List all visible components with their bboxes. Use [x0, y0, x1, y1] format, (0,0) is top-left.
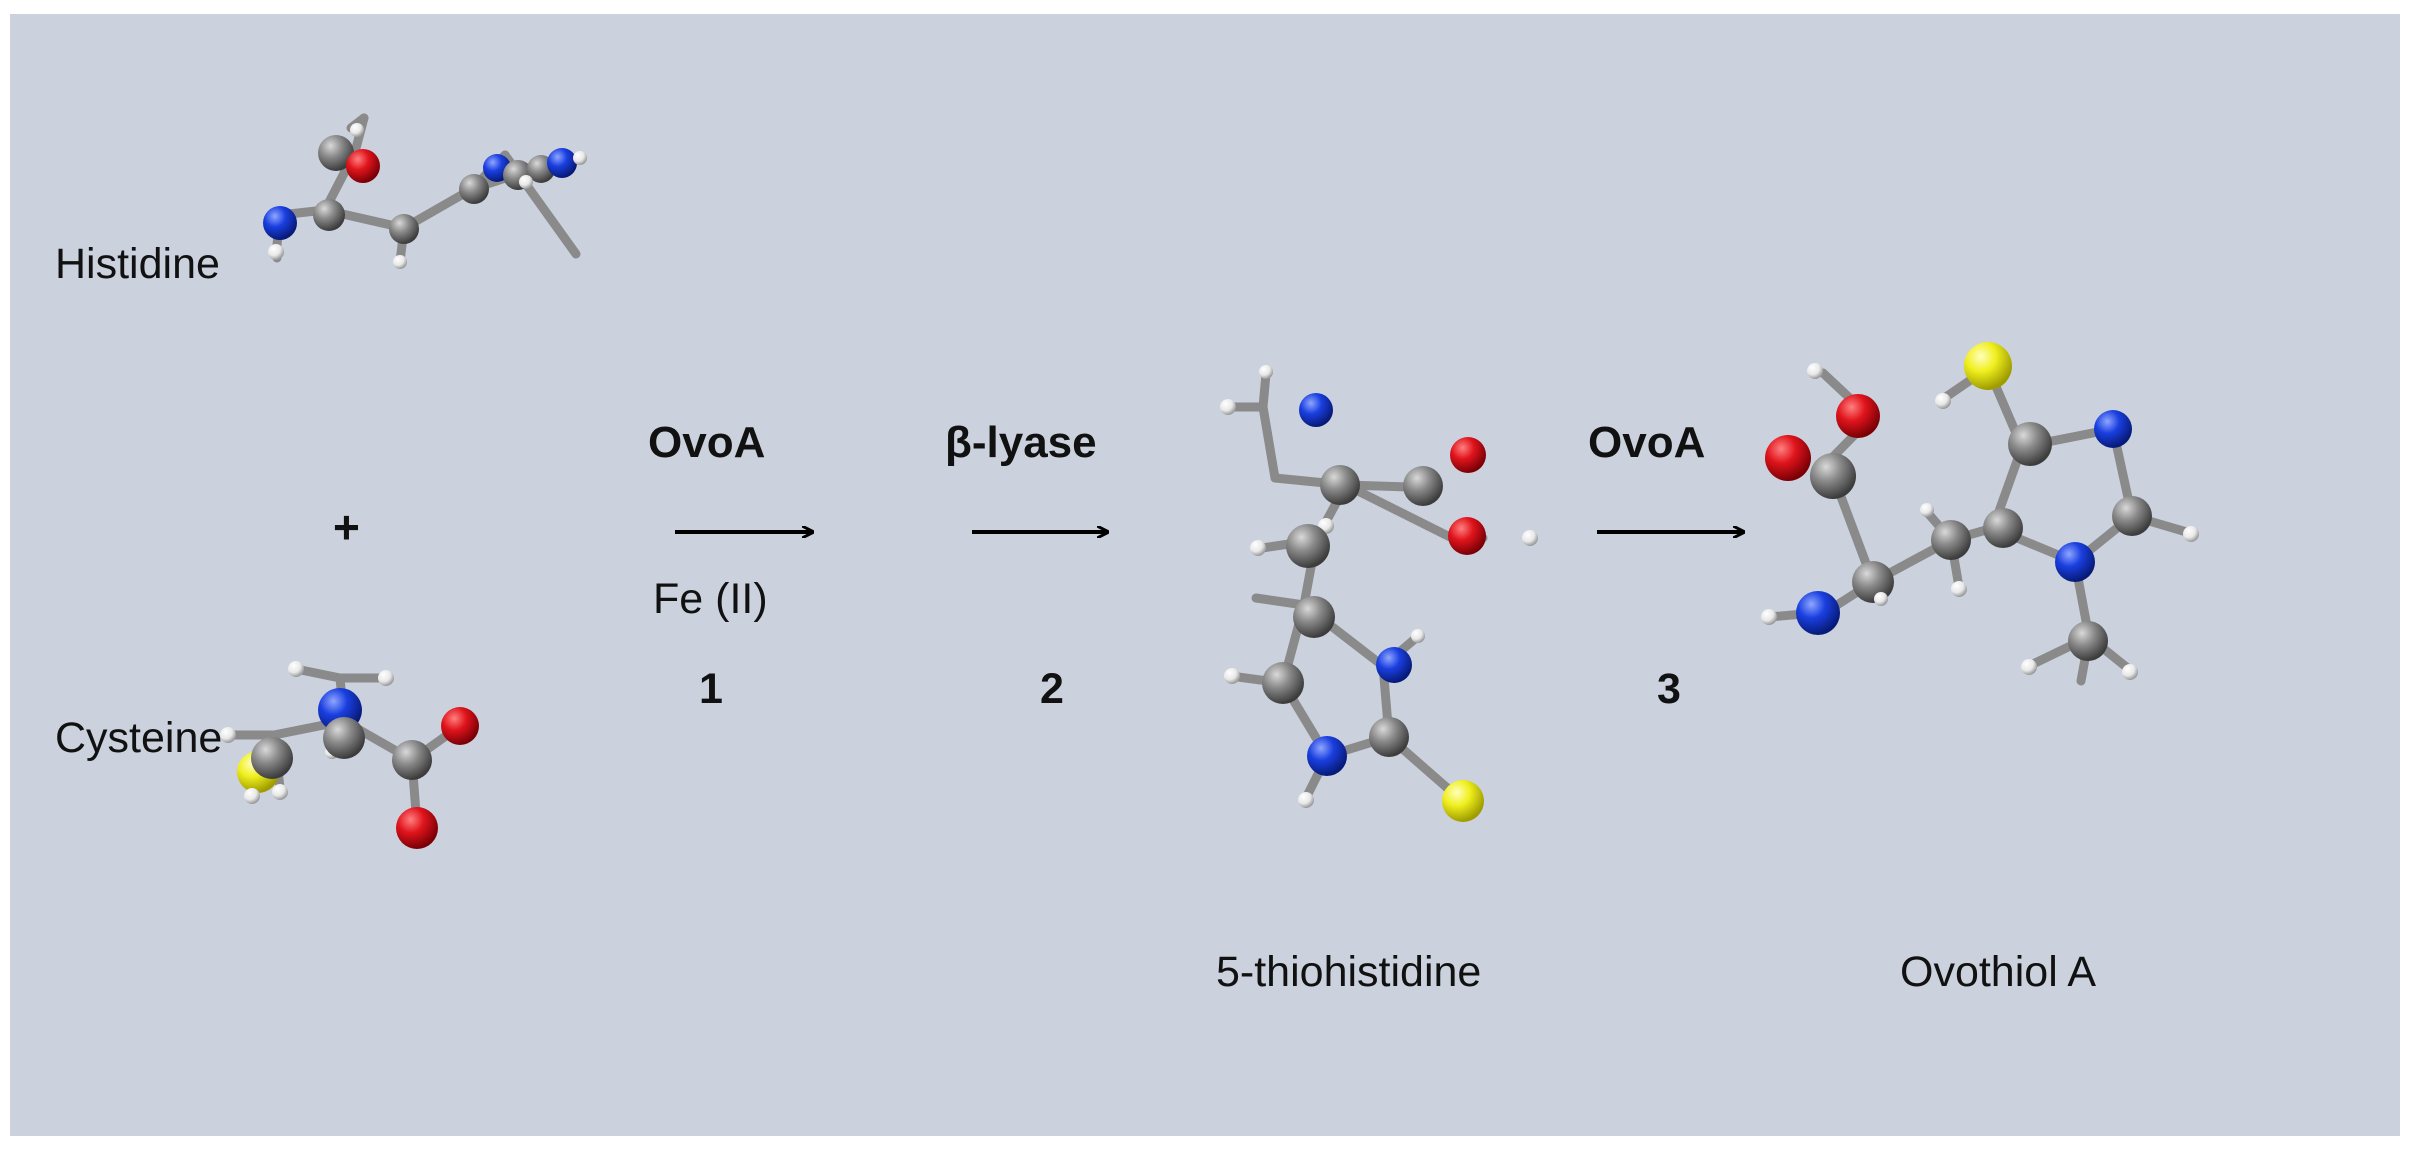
enzyme-label-1: OvoA	[648, 418, 766, 467]
plus-sign: +	[333, 501, 360, 553]
step-number-1: 1	[699, 665, 723, 713]
step-number-2: 2	[1040, 665, 1064, 713]
histidine-label: Histidine	[55, 240, 220, 288]
diagram-panel	[10, 14, 2400, 1136]
step-number-3: 3	[1657, 665, 1681, 713]
cofactor-label-1: Fe (II)	[653, 575, 768, 623]
enzyme-label-3: OvoA	[1588, 418, 1706, 467]
enzyme-label-2: β-lyase	[945, 418, 1097, 467]
cysteine-label: Cysteine	[55, 714, 223, 762]
ovothiol-model	[1761, 342, 2199, 686]
histidine-model	[263, 113, 587, 269]
thiohistidine-label: 5-thiohistidine	[1216, 948, 1482, 996]
cysteine-model	[220, 661, 479, 849]
thiohistidine-model	[1220, 365, 1538, 822]
ovothiol-label: Ovothiol A	[1900, 948, 2096, 996]
